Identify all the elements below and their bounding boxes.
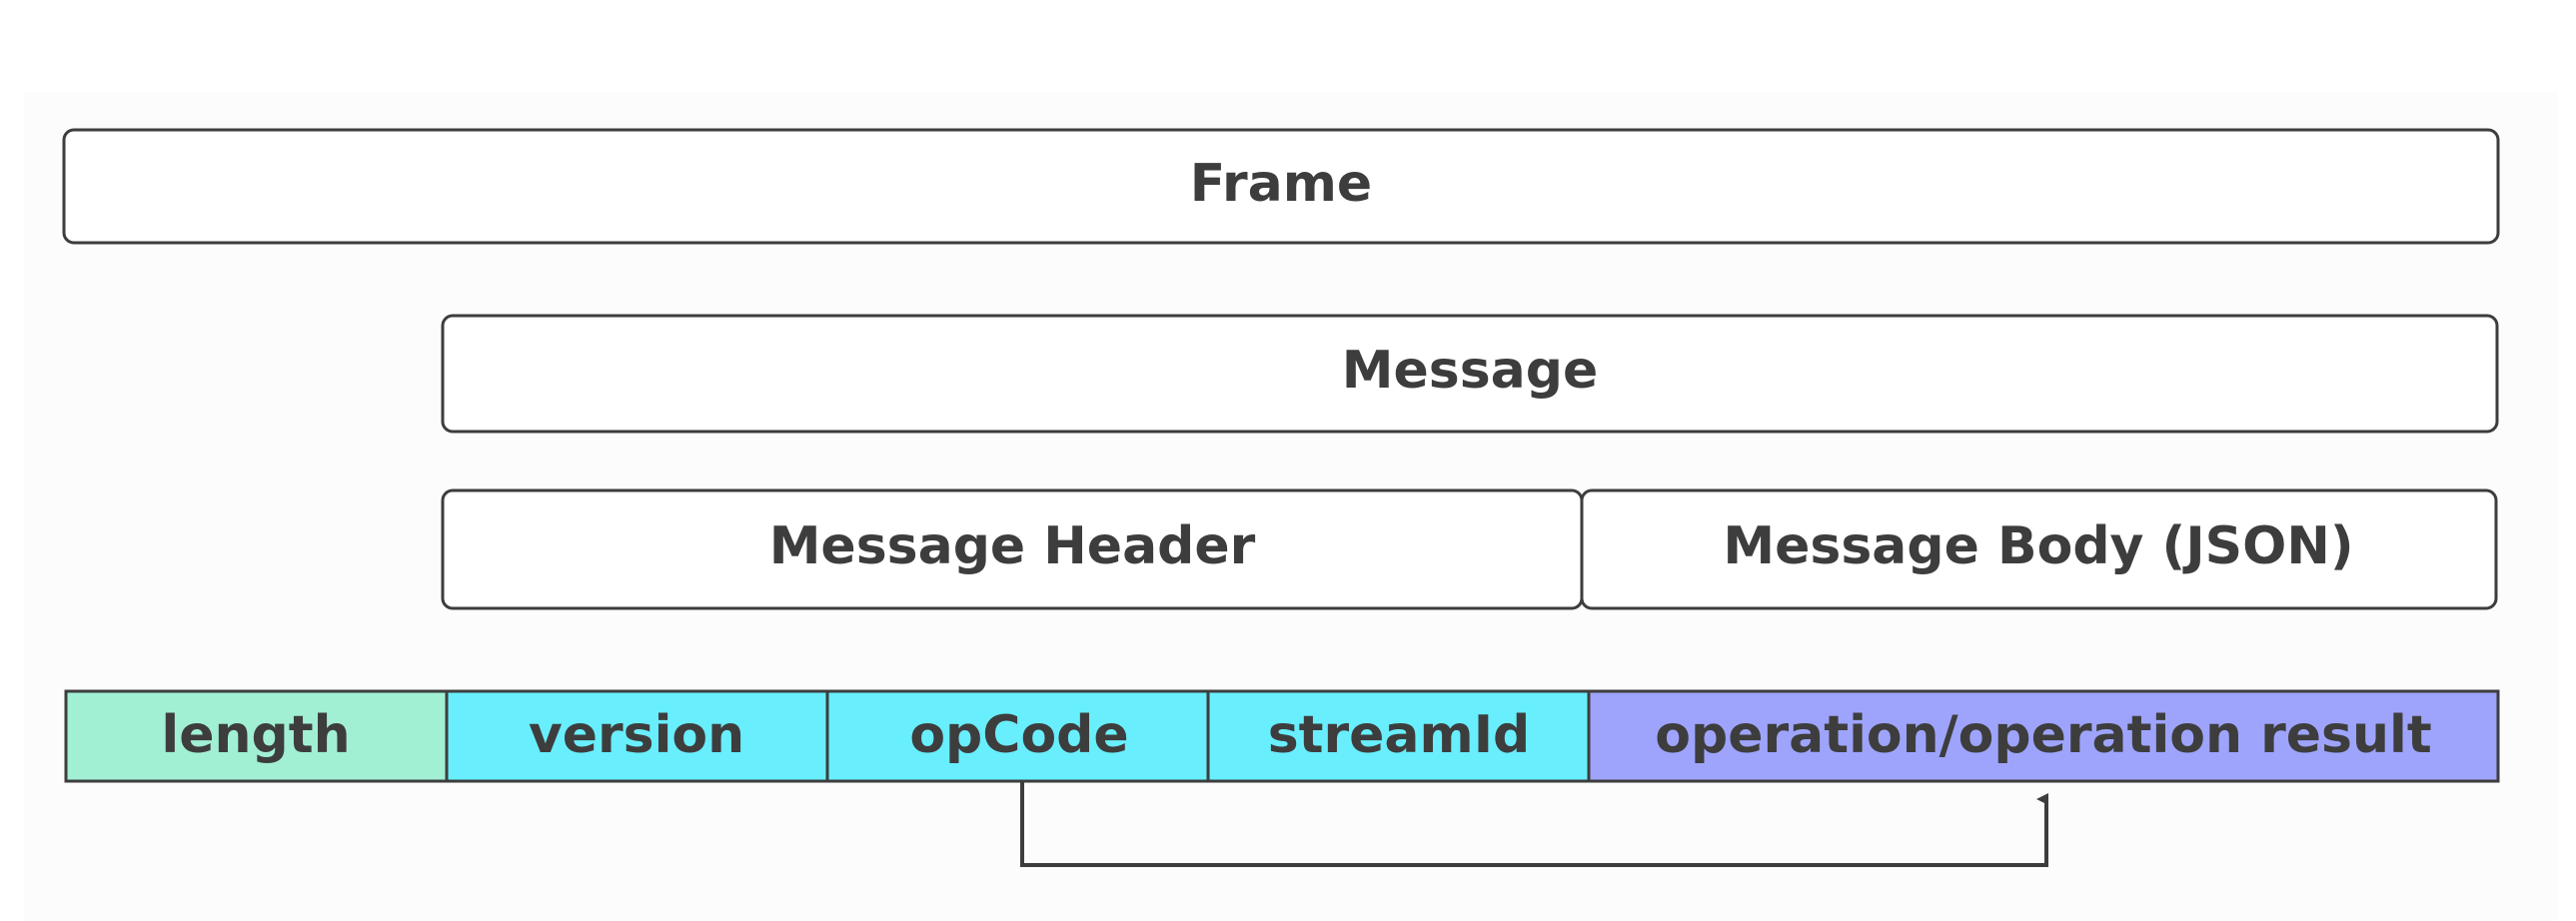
opcode-to-operation-connector bbox=[1020, 781, 2048, 867]
message-header-box: Message Header bbox=[441, 488, 1584, 610]
field-opcode-cell bbox=[825, 689, 1210, 783]
field-streamid-label: streamId bbox=[1268, 705, 1531, 765]
field-length: length bbox=[64, 689, 449, 783]
field-streamid: streamId bbox=[1206, 689, 1591, 783]
frame-label: Frame bbox=[1190, 154, 1372, 214]
message-label: Message bbox=[1342, 341, 1599, 401]
field-operation: operation/operation result bbox=[1587, 689, 2500, 783]
message-body-box: Message Body (JSON) bbox=[1580, 488, 2498, 610]
frame-box: Frame bbox=[62, 128, 2500, 245]
message-body-label: Message Body (JSON) bbox=[1723, 516, 2353, 576]
field-length-cell bbox=[64, 689, 449, 783]
field-streamid-cell bbox=[1206, 689, 1591, 783]
field-length-label: length bbox=[161, 705, 350, 765]
message-box: Message bbox=[441, 314, 2499, 434]
field-opcode: opCode bbox=[825, 689, 1210, 783]
field-row: length version opCode streamId operation… bbox=[64, 689, 2500, 783]
message-header-label: Message Header bbox=[769, 516, 1256, 576]
field-opcode-label: opCode bbox=[909, 705, 1128, 765]
field-version-label: version bbox=[529, 705, 744, 765]
field-operation-label: operation/operation result bbox=[1655, 705, 2431, 765]
field-version: version bbox=[445, 689, 829, 783]
field-operation-cell bbox=[1587, 689, 2500, 783]
